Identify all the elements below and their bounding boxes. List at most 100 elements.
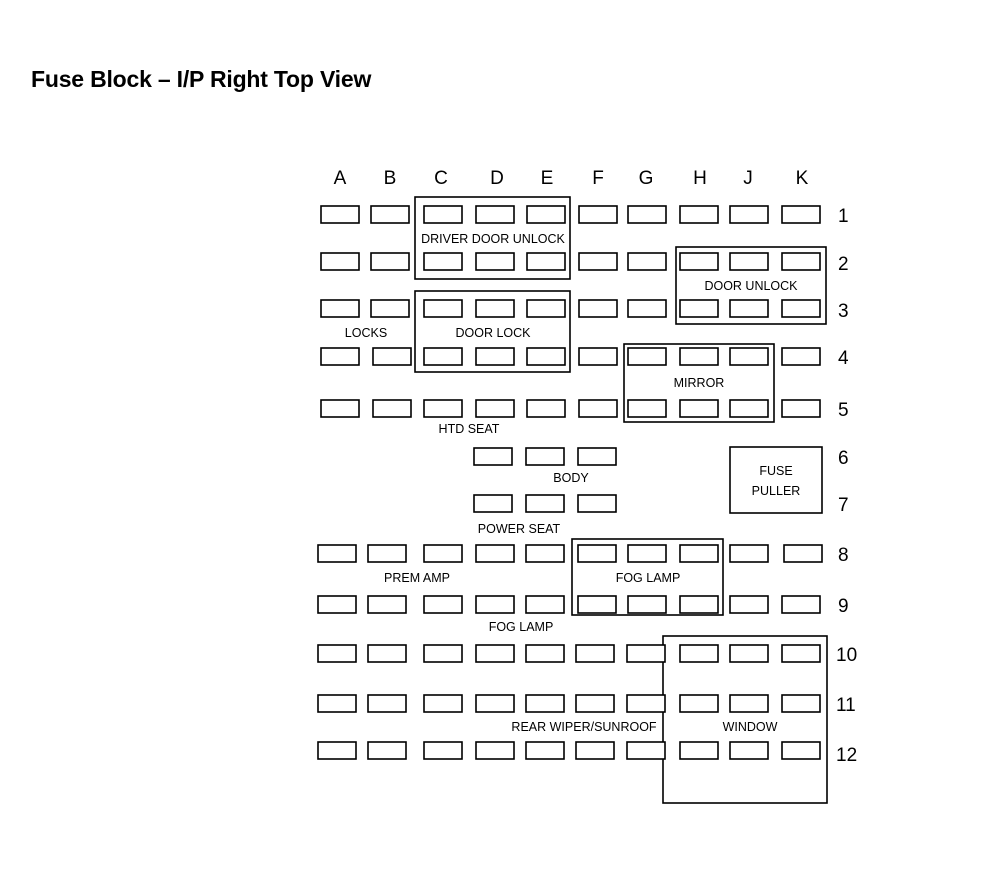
fuse-slot-k4 — [781, 347, 821, 366]
fuse-puller-box — [729, 446, 823, 514]
fuse-slot-f6 — [577, 447, 617, 466]
driver-door-unlock-box — [414, 196, 571, 280]
fuse-slot-a12 — [317, 741, 357, 760]
fuse-slot-e3 — [526, 299, 566, 318]
fuse-slot-e2 — [526, 252, 566, 271]
column-label-d: D — [490, 168, 504, 189]
fuse-slot-d3 — [475, 299, 515, 318]
column-label-k: K — [796, 168, 809, 189]
fuse-slot-c2 — [423, 252, 463, 271]
row-label-8: 8 — [838, 545, 849, 566]
group-label-prem-amp: PREM AMP — [384, 571, 450, 585]
group-label-htd-seat: HTD SEAT — [439, 422, 500, 436]
fuse-slot-c3 — [423, 299, 463, 318]
fuse-slot-k5 — [781, 399, 821, 418]
fuse-slot-d12 — [475, 741, 515, 760]
fuse-slot-f7 — [577, 494, 617, 513]
fuse-slot-j12 — [729, 741, 769, 760]
fuse-slot-k9 — [781, 595, 821, 614]
fuse-slot-e4 — [526, 347, 566, 366]
fuse-slot-d11 — [475, 694, 515, 713]
fuse-slot-b8 — [367, 544, 407, 563]
fuse-slot-a10 — [317, 644, 357, 663]
column-label-e: E — [541, 168, 554, 189]
row-label-9: 9 — [838, 596, 849, 617]
column-label-f: F — [592, 168, 604, 189]
fuse-slot-h8 — [679, 544, 719, 563]
fuse-slot-k8 — [783, 544, 823, 563]
fuse-slot-c11 — [423, 694, 463, 713]
fuse-slot-a8 — [317, 544, 357, 563]
fuse-slot-j4 — [729, 347, 769, 366]
fuse-slot-a9 — [317, 595, 357, 614]
fuse-slot-j5 — [729, 399, 769, 418]
fuse-slot-j3 — [729, 299, 769, 318]
fuse-slot-j1 — [729, 205, 769, 224]
fuse-slot-a1 — [320, 205, 360, 224]
fuse-puller-label-line2: PULLER — [752, 484, 801, 498]
group-boxes — [414, 196, 828, 804]
fuse-slot-g3 — [627, 299, 667, 318]
fuse-slot-j11 — [729, 694, 769, 713]
fuse-slot-d8 — [475, 544, 515, 563]
row-label-2: 2 — [838, 254, 849, 275]
fuse-slot-c5 — [423, 399, 463, 418]
row-label-4: 4 — [838, 348, 849, 369]
fuse-slot-k12 — [781, 741, 821, 760]
fuse-slot-d4 — [475, 347, 515, 366]
fuse-slot-g9 — [627, 595, 667, 614]
fuse-slot-h11 — [679, 694, 719, 713]
fuse-slot-c9 — [423, 595, 463, 614]
fuse-slot-d6 — [473, 447, 513, 466]
row-label-3: 3 — [838, 301, 849, 322]
fuse-slot-f3 — [578, 299, 618, 318]
page-title: Fuse Block – I/P Right Top View — [31, 66, 372, 92]
fuse-slots — [317, 205, 823, 760]
column-label-h: H — [693, 168, 707, 189]
fuse-slot-e6 — [525, 447, 565, 466]
fuse-slot-h1 — [679, 205, 719, 224]
fuse-slot-h3 — [679, 299, 719, 318]
column-label-a: A — [334, 168, 347, 189]
fuse-slot-d10 — [475, 644, 515, 663]
row-label-7: 7 — [838, 495, 849, 516]
fuse-slot-k10 — [781, 644, 821, 663]
row-label-10: 10 — [836, 645, 857, 666]
fuse-slot-b11 — [367, 694, 407, 713]
fuse-slot-a4 — [320, 347, 360, 366]
fuse-slot-c12 — [423, 741, 463, 760]
fuse-slot-e10 — [525, 644, 565, 663]
group-label-rear-wiper-sunroof: REAR WIPER/SUNROOF — [511, 720, 657, 734]
fuse-slot-e9 — [525, 595, 565, 614]
row-label-6: 6 — [838, 448, 849, 469]
fuse-slot-b9 — [367, 595, 407, 614]
fuse-slot-f11 — [575, 694, 615, 713]
fuse-slot-a2 — [320, 252, 360, 271]
fuse-slot-d1 — [475, 205, 515, 224]
fuse-slot-d2 — [475, 252, 515, 271]
fuse-slot-e1 — [526, 205, 566, 224]
fuse-slot-b2 — [370, 252, 410, 271]
fuse-slot-k2 — [781, 252, 821, 271]
fuse-slot-e5 — [526, 399, 566, 418]
group-label-body: BODY — [553, 471, 589, 485]
fuse-slot-h5 — [679, 399, 719, 418]
fuse-slot-k11 — [781, 694, 821, 713]
fuse-slot-g8 — [627, 544, 667, 563]
fuse-slot-f1 — [578, 205, 618, 224]
row-label-11: 11 — [836, 695, 856, 716]
fuse-slot-d9 — [475, 595, 515, 614]
row-label-1: 1 — [838, 206, 849, 227]
fuse-slot-b4 — [372, 347, 412, 366]
fuse-slot-b12 — [367, 741, 407, 760]
fuse-slot-k3 — [781, 299, 821, 318]
fuse-slot-b5 — [372, 399, 412, 418]
fuse-slot-f12 — [575, 741, 615, 760]
fuse-slot-b10 — [367, 644, 407, 663]
group-label-door-unlock: DOOR UNLOCK — [704, 279, 798, 293]
row-label-12: 12 — [836, 745, 857, 766]
fuse-puller-label-line1: FUSE — [759, 464, 792, 478]
fuse-slot-e12 — [525, 741, 565, 760]
